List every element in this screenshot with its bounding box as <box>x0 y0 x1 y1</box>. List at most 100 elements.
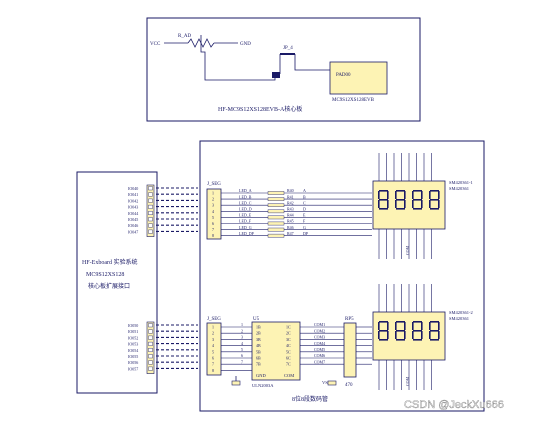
segment-resistor <box>267 233 285 238</box>
segment-d <box>430 339 439 341</box>
right-block-frame <box>199 140 485 412</box>
port-pin <box>148 198 153 203</box>
connector-pin-number: 7 <box>212 227 214 232</box>
segment-resistor-ref: R47 <box>287 231 294 236</box>
segment-c <box>421 200 423 208</box>
resistor-label: R_AD <box>178 34 191 39</box>
com-net-label: COM2 <box>314 328 325 333</box>
segment-letter: D <box>303 207 306 212</box>
segment-c <box>387 200 389 208</box>
display1-ref: SM420361-1 <box>449 180 473 185</box>
driver-pin-number: 6 <box>241 353 243 358</box>
driver-output-pin: 1C <box>286 325 291 330</box>
port-label: IO057 <box>128 366 138 371</box>
port-label: IO052 <box>128 335 138 340</box>
wiper-wire <box>200 35 276 81</box>
segment-e <box>395 200 397 208</box>
segment-b <box>438 322 440 330</box>
driver-pin-number: 4 <box>241 341 243 346</box>
segment-g <box>396 330 405 332</box>
segment-f <box>395 191 397 199</box>
driver-input-pin: 3B <box>256 337 261 342</box>
display2-part: SM420361 <box>449 316 469 321</box>
driver-input-pin: 4B <box>256 343 261 348</box>
segment-e <box>378 331 380 339</box>
segment-f <box>395 322 397 330</box>
segment-resistor-ref: R40 <box>287 188 294 193</box>
port-label: IO040 <box>128 186 138 191</box>
jumper-label: JP_4 <box>283 46 293 51</box>
port-pin <box>148 192 153 197</box>
seven-seg-display-2: COM <box>372 284 446 390</box>
upper-connector-label: J_SEG <box>207 182 221 187</box>
connector-pin-number: 3 <box>212 203 214 208</box>
driver-pin-number: 5 <box>241 347 243 352</box>
segment-resistor <box>267 191 285 195</box>
segment-letter: G <box>303 225 306 230</box>
jumper-pin <box>272 72 280 78</box>
segment-c <box>421 331 423 339</box>
segment-b <box>404 191 406 199</box>
segment-a <box>396 321 405 323</box>
segment-f <box>412 191 414 199</box>
connector-pin-number: 1 <box>212 191 214 196</box>
gnd-symbol <box>231 380 241 386</box>
driver-pin-number: 2 <box>241 328 243 333</box>
segment-a <box>413 321 422 323</box>
connector-pin-number: 8 <box>212 368 214 373</box>
segment-d <box>379 208 388 210</box>
port-pin <box>148 360 153 365</box>
segment-net-label: LED_G <box>239 225 252 230</box>
port-pin <box>148 335 153 340</box>
port-label: IO056 <box>128 360 138 365</box>
port-label: IO046 <box>128 223 138 228</box>
vs-label: VS <box>322 380 328 385</box>
top-block-frame <box>146 17 421 122</box>
segment-b <box>387 191 389 199</box>
com-net-label: COM4 <box>314 341 325 346</box>
top-block-caption: HF-MC9S12XS128EVB-A核心板 <box>218 105 302 113</box>
port-label: IO053 <box>128 342 138 347</box>
port-pin <box>148 217 153 222</box>
port-pin <box>148 323 153 328</box>
display1-part: SM420361 <box>449 186 469 191</box>
segment-d <box>413 339 422 341</box>
port-label: IO051 <box>128 329 138 334</box>
driver-input-pin: 7B <box>256 362 261 367</box>
segment-net-label: LED_B <box>239 194 252 199</box>
connector-pin-number: 2 <box>212 331 214 336</box>
display-body <box>372 180 446 230</box>
connector-pin-number: 5 <box>212 215 214 220</box>
segment-e <box>395 331 397 339</box>
connector-pin-number: 8 <box>212 233 214 238</box>
segment-d <box>396 339 405 341</box>
segment-resistor <box>267 203 285 208</box>
segment-d <box>396 208 405 210</box>
port-label: IO050 <box>128 323 138 328</box>
connector-pin-number: 2 <box>212 197 214 202</box>
segment-e <box>429 331 431 339</box>
com-net-label: COM6 <box>314 353 325 358</box>
port-label: IO044 <box>128 211 138 216</box>
port-label: IO055 <box>128 354 138 359</box>
port-label: IO045 <box>128 217 138 222</box>
vs-symbol <box>327 380 337 386</box>
upper-connector-body <box>206 188 222 240</box>
segment-g <box>379 330 388 332</box>
port-pin <box>148 354 153 359</box>
segment-c <box>387 331 389 339</box>
segment-net-label: LED_A <box>239 188 252 193</box>
pad-label: PAD00 <box>336 73 351 78</box>
segment-net-label: LED_E <box>239 213 252 218</box>
port-pin <box>148 204 153 209</box>
port-pin <box>148 329 153 334</box>
driver-output-pin: 3C <box>286 337 291 342</box>
segment-resistor-ref: R42 <box>287 200 294 205</box>
port-header-body <box>146 184 155 237</box>
connector-pin-number: 3 <box>212 337 214 342</box>
left-block-line1: HF-Exboard 实验系统 <box>82 258 138 266</box>
segment-letter: F <box>303 219 306 224</box>
segment-b <box>404 322 406 330</box>
segment-letter: C <box>303 200 306 205</box>
segment-e <box>412 331 414 339</box>
